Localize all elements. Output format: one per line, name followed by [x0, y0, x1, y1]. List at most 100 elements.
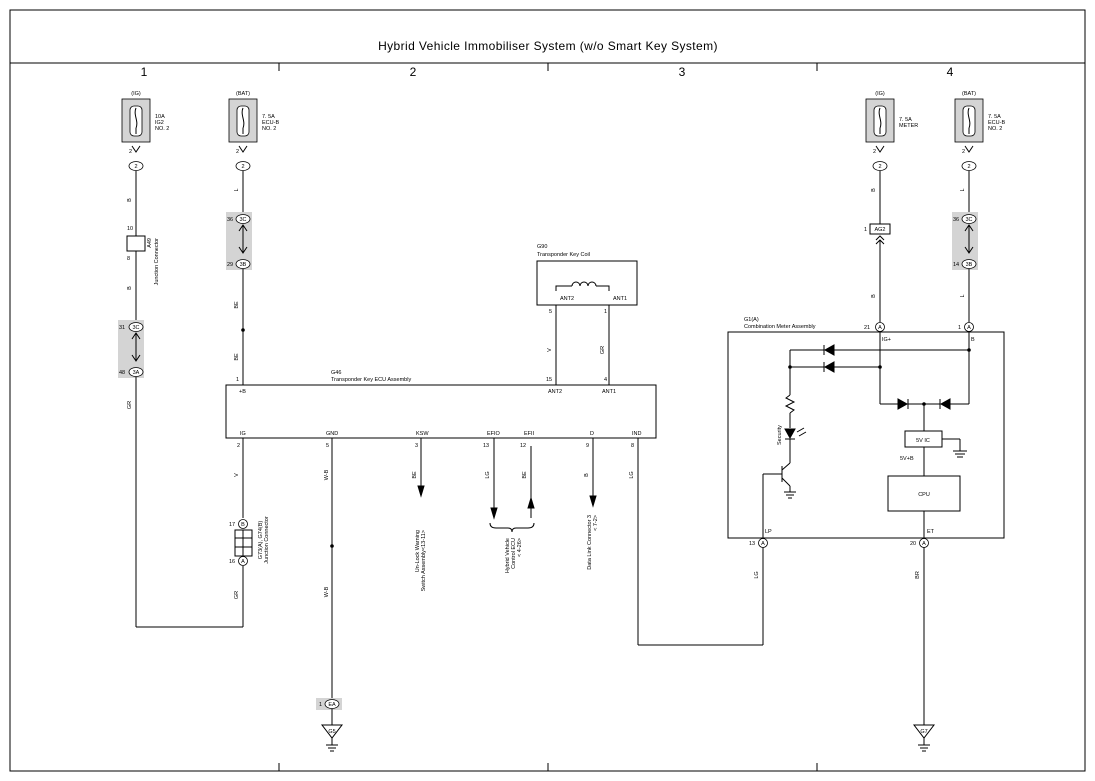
g46-pin-ig-label: IG	[240, 431, 246, 437]
a49-pin-8: 8	[127, 256, 130, 262]
led-icon	[784, 428, 796, 440]
fuse-ig2-conn: 2	[134, 164, 137, 170]
g46-pin-efio-label: EFIO	[487, 431, 501, 437]
g90-ant1: ANT1	[613, 296, 627, 302]
g1-pin-20: 20	[910, 541, 916, 547]
connector-3b-label: 3B	[966, 262, 973, 268]
g90-pin-5: 5	[549, 309, 552, 315]
fuse-element-icon	[878, 107, 882, 134]
fuse-ecub-2-name2: NO. 2	[988, 126, 1002, 132]
g1-pin-13: 13	[749, 541, 755, 547]
g46-pin-1: 1	[236, 377, 239, 383]
g46-name: Transponder Key ECU Assembly	[331, 377, 411, 383]
coil-icon	[571, 281, 597, 287]
g90-code: G90	[537, 244, 547, 250]
diode-icon	[823, 361, 835, 373]
ground-g7-icon	[912, 724, 936, 739]
wire-color-label: BE	[522, 471, 528, 479]
g73-pin-16: 16	[229, 559, 235, 565]
ag2-label: AG2	[874, 227, 885, 233]
g1-ic-label: 5V IC	[916, 438, 930, 444]
g1-conn-1: A	[967, 325, 971, 331]
column-2-label: 2	[410, 65, 417, 79]
wire-meter-path: B 1 AG2 B 21 A	[864, 171, 891, 332]
wire-ksw-path: BE Un-Lock Warning Switch Assembly<13-11…	[412, 438, 427, 591]
g73-pin-17: 17	[229, 522, 235, 528]
wire-color-label: GR	[234, 591, 240, 599]
g73-a-label: A	[241, 559, 245, 565]
g1-pin-et-label: ET	[927, 529, 935, 535]
wire-gnd-path: W-B W-B EA 1 G5	[316, 438, 344, 752]
a49-name: Junction Connector	[154, 238, 160, 286]
fuse-ecub-1-name2: NO. 2	[262, 126, 276, 132]
g46-pin-ant2-label: ANT2	[548, 389, 562, 395]
wire-color-label: LG	[485, 471, 491, 478]
wire-et-path: BR G7	[912, 547, 936, 752]
fuse-ecub-2-source: (BAT)	[962, 91, 976, 97]
fuse-meter-amp: 7. 5A	[899, 117, 912, 123]
diode-icon	[823, 344, 835, 356]
wire-color-label: L	[234, 188, 240, 191]
g1-pin-ig-label: IG+	[882, 337, 891, 343]
connector-3c-label: 3C	[239, 217, 246, 223]
connector-3a-label: 3A	[133, 370, 140, 376]
g1-conn-20: A	[922, 541, 926, 547]
arrow-down-icon	[490, 507, 498, 520]
a49-pin-10: 10	[127, 226, 133, 232]
wire-ig2-path: B 10 8 A49 Junction Connector B 3C 31 3A…	[118, 171, 243, 628]
arrow-up-icon	[527, 496, 535, 509]
fuse-meter-source: (IG)	[875, 91, 885, 97]
g90-name: Transponder Key Coil	[537, 252, 590, 258]
fuse-ecub-1-pin: 2	[236, 149, 239, 155]
brace-icon	[489, 522, 535, 533]
fuse-ecub-1-amp: 7. 5A	[262, 114, 275, 120]
wire-ecub-path: L 3C 36 3B 29 BE BE 1	[226, 171, 252, 385]
g46-pin-ind-label: IND	[632, 431, 642, 437]
g73-code: G73(A), G74(B)	[258, 521, 264, 560]
g1-5vb-label: 5V+B	[900, 456, 914, 462]
connector-3b-label: 3B	[240, 262, 247, 268]
pin-14: 14	[953, 262, 959, 268]
wire-color-label: B	[584, 473, 590, 477]
column-markers: 1 2 3 4	[141, 63, 954, 771]
resistor-icon	[784, 394, 796, 414]
ground-g5-label: G5	[328, 729, 335, 735]
g90-transponder-key-coil: G90 Transponder Key Coil ANT2 ANT1 5 1 V…	[536, 244, 638, 385]
connector-3c-label: 3C	[965, 217, 972, 223]
fuse-ig2-name2: NO. 2	[155, 126, 169, 132]
column-4-label: 4	[947, 65, 954, 79]
ground-g5-icon	[320, 724, 344, 739]
hv-ref-1: Hybrid Vehicle	[505, 538, 511, 573]
fuse-ig2: (IG) 10A IG2 NO. 2 2 2	[121, 91, 169, 171]
wire-color-label: GR	[127, 401, 133, 409]
g1-cpu-label: CPU	[918, 492, 930, 498]
connector-ea-label: EA	[328, 702, 336, 708]
wire-color-label: BE	[234, 301, 240, 309]
g46-pin-ant1-label: ANT1	[602, 389, 616, 395]
arrow-down-icon	[589, 495, 597, 508]
fuse-meter-conn: 2	[878, 164, 881, 170]
g46-code: G46	[331, 370, 341, 376]
g46-pin-9: 9	[586, 443, 589, 449]
g73-b-label: B	[241, 522, 245, 528]
g46-pin-13: 13	[483, 443, 489, 449]
g46-pin-5: 5	[326, 443, 329, 449]
g46-transponder-key-ecu: G46 Transponder Key ECU Assembly +B ANT2…	[225, 370, 657, 449]
column-3-label: 3	[679, 65, 686, 79]
g1-pin-21: 21	[864, 325, 870, 331]
ground-g7-label: G7	[920, 729, 927, 735]
fuse-ig2-name: IG2	[155, 120, 164, 126]
fuse-ecub-1-conn: 2	[241, 164, 244, 170]
g46-pin-12: 12	[520, 443, 526, 449]
fuse-ecub-2: (BAT) 7. 5A ECU-B NO. 2 2 2	[954, 91, 1005, 171]
hv-ref-2: Control ECU	[511, 538, 517, 569]
wire-color-label: B	[127, 286, 133, 290]
wire-color-label: GR	[600, 346, 606, 354]
g1-combination-meter: G1(A) Combination Meter Assembly IG+ B L…	[727, 317, 1005, 548]
wire-color-label: BE	[234, 353, 240, 361]
g1-security-label: Security	[777, 425, 783, 445]
g46-pin-4: 4	[604, 377, 607, 383]
fuse-element-icon	[134, 107, 138, 134]
g46-pin-efii-label: EFII	[524, 431, 535, 437]
pin-31: 31	[119, 325, 125, 331]
